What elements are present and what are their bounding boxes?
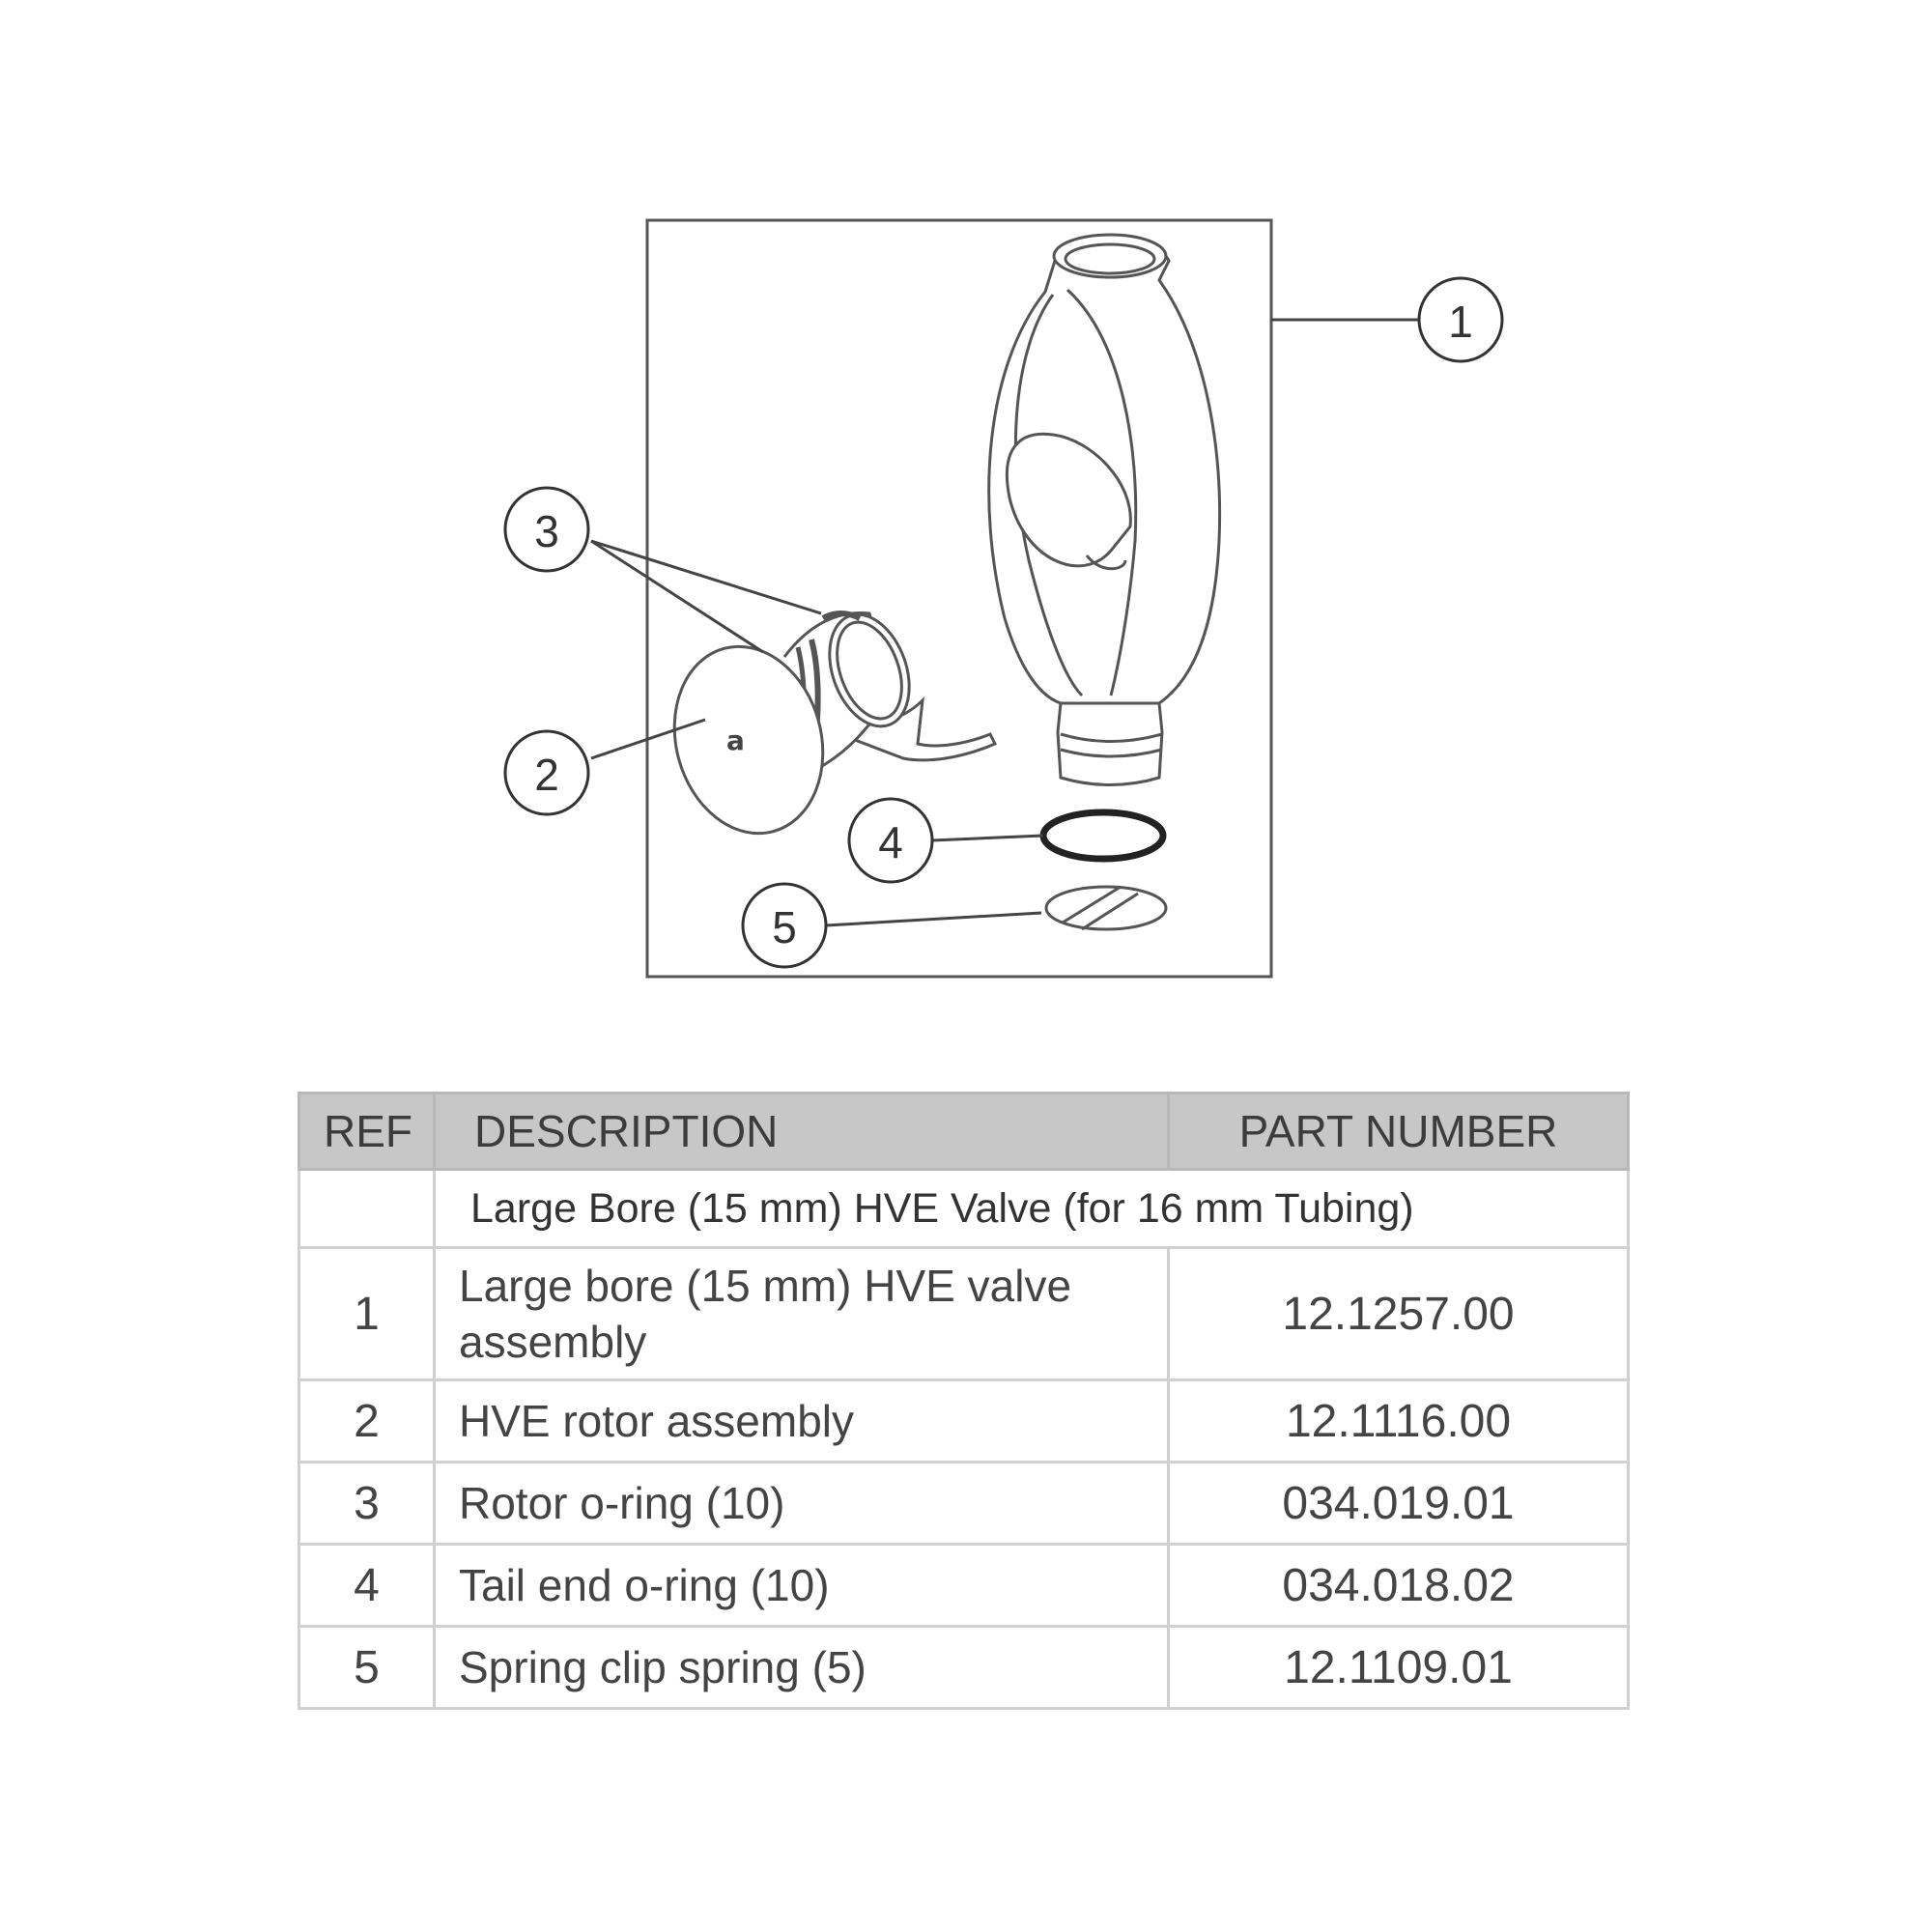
group-title-row: Large Bore (15 mm) HVE Valve (for 16 mm … — [298, 1168, 1630, 1249]
tail-end-o-ring-illustration — [1039, 809, 1167, 863]
part-number-cell: 12.1116.00 — [1167, 1378, 1630, 1463]
callout-1: 1 — [1417, 276, 1504, 363]
callout-4: 4 — [847, 797, 934, 884]
rotor-assembly-illustration: a — [672, 611, 998, 836]
description-line: Large bore (15 mm) HVE valve — [459, 1261, 1072, 1311]
group-title: Large Bore (15 mm) HVE Valve (for 16 mm … — [433, 1168, 1630, 1249]
part-number-cell: 034.019.01 — [1167, 1461, 1630, 1546]
description-cell: Rotor o-ring (10) — [433, 1461, 1170, 1546]
parts-list-table: REF DESCRIPTION PART NUMBER Large Bore (… — [298, 1092, 1630, 1710]
ref-cell: 3 — [298, 1461, 436, 1546]
callout-number: 3 — [534, 506, 559, 556]
group-ref-cell — [298, 1168, 436, 1249]
callout-leaders — [590, 318, 1418, 927]
ref-cell: 1 — [298, 1246, 436, 1381]
ref-cell: 4 — [298, 1543, 436, 1628]
ref-cell: 2 — [298, 1378, 436, 1463]
description-cell: Tail end o-ring (10) — [433, 1543, 1170, 1628]
table-row: 3 Rotor o-ring (10) 034.019.01 — [298, 1461, 1630, 1546]
exploded-parts-diagram: a 1 3 2 4 5 — [503, 218, 1504, 979]
table-row: 5 Spring clip spring (5) 12.1109.01 — [298, 1625, 1630, 1710]
header-description: DESCRIPTION — [433, 1092, 1170, 1171]
rotor-marking-text: a — [726, 724, 745, 756]
table-header-row: REF DESCRIPTION PART NUMBER — [298, 1092, 1630, 1171]
callout-number: 2 — [534, 750, 559, 800]
part-number-cell: 12.1257.00 — [1167, 1246, 1630, 1381]
description-cell: Spring clip spring (5) — [433, 1625, 1170, 1710]
table-row: 4 Tail end o-ring (10) 034.018.02 — [298, 1543, 1630, 1628]
diagram-frame — [645, 218, 1273, 979]
spring-clip-illustration — [1044, 885, 1168, 931]
description-cell: Large bore (15 mm) HVE valve assembly — [433, 1246, 1170, 1381]
part-number-cell: 034.018.02 — [1167, 1543, 1630, 1628]
ref-cell: 5 — [298, 1625, 436, 1710]
callout-2: 2 — [503, 729, 590, 816]
callout-5: 5 — [741, 882, 828, 969]
callout-3: 3 — [503, 486, 590, 573]
description-cell: HVE rotor assembly — [433, 1378, 1170, 1463]
part-number-cell: 12.1109.01 — [1167, 1625, 1630, 1710]
callout-number: 1 — [1448, 297, 1473, 347]
callout-number: 5 — [772, 902, 797, 952]
callout-number: 4 — [878, 817, 903, 867]
table-row: 2 HVE rotor assembly 12.1116.00 — [298, 1378, 1630, 1463]
header-part-number: PART NUMBER — [1167, 1092, 1630, 1171]
valve-body-illustration — [987, 233, 1222, 786]
table-row: 1 Large bore (15 mm) HVE valve assembly … — [298, 1246, 1630, 1381]
header-ref: REF — [298, 1092, 436, 1171]
description-line: assembly — [459, 1317, 647, 1367]
